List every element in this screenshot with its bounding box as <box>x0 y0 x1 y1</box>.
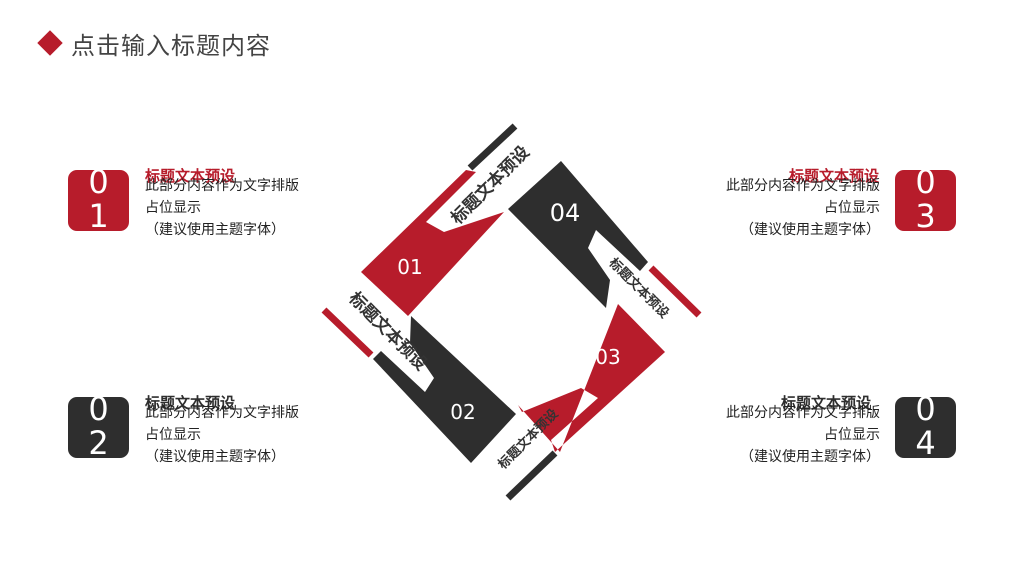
segment-label-03: 03 <box>595 345 620 369</box>
desc-line: （建议使用主题字体） <box>740 449 880 465</box>
badge-digit-bottom: 4 <box>915 424 936 458</box>
number-badge-03: 0 3 <box>895 170 956 231</box>
desc-line: 此部分内容作为文字排版 <box>726 405 880 421</box>
item-desc-04[interactable]: 此部分内容作为文字排版 占位显示 （建议使用主题字体） <box>726 402 880 468</box>
accent-bar <box>648 265 702 318</box>
segment-label-02: 02 <box>450 400 475 424</box>
desc-line: 占位显示 <box>824 200 880 216</box>
desc-line: 此部分内容作为文字排版 <box>145 405 299 421</box>
badge-digit-top: 0 <box>915 170 936 201</box>
badge-digit-top: 0 <box>915 397 936 428</box>
item-desc-02[interactable]: 此部分内容作为文字排版 占位显示 （建议使用主题字体） <box>145 402 299 468</box>
segment-03[interactable] <box>518 304 665 452</box>
desc-line: （建议使用主题字体） <box>145 449 285 465</box>
badge-digit-top: 0 <box>88 170 109 201</box>
number-badge-01: 0 1 <box>68 170 129 231</box>
segment-01[interactable] <box>361 170 504 316</box>
badge-digit-bottom: 1 <box>88 197 109 231</box>
item-title-02[interactable]: 标题文本预设 <box>145 394 236 412</box>
accent-bar <box>321 307 374 358</box>
segment-02[interactable] <box>373 316 516 463</box>
number-badge-04: 0 4 <box>895 397 956 458</box>
segment-label-01: 01 <box>397 255 422 279</box>
item-title-03[interactable]: 标题文本预设 <box>788 167 879 185</box>
accent-bar <box>505 450 558 501</box>
segment-label-04: 04 <box>550 199 581 227</box>
slide-header: 点击输入标题内容 <box>36 26 271 60</box>
number-badge-02: 0 2 <box>68 397 129 458</box>
badge-digit-bottom: 3 <box>915 197 936 231</box>
desc-line: 占位显示 <box>145 200 201 216</box>
desc-line: （建议使用主题字体） <box>740 222 880 238</box>
item-title-01[interactable]: 标题文本预设 <box>145 167 236 185</box>
desc-line: 占位显示 <box>824 427 880 443</box>
item-desc-01[interactable]: 此部分内容作为文字排版 占位显示 （建议使用主题字体） <box>145 175 299 241</box>
desc-line: 此部分内容作为文字排版 <box>145 178 299 194</box>
accent-bar <box>467 123 518 171</box>
desc-line: 此部分内容作为文字排版 <box>726 178 880 194</box>
item-title-04[interactable]: 标题文本预设 <box>780 394 871 412</box>
page-title[interactable]: 点击输入标题内容 <box>71 31 271 60</box>
badge-digit-top: 0 <box>88 397 109 428</box>
segment-04[interactable] <box>508 161 648 308</box>
desc-line: （建议使用主题字体） <box>145 222 285 238</box>
badge-digit-bottom: 2 <box>88 424 109 458</box>
desc-line: 占位显示 <box>145 427 201 443</box>
item-desc-03[interactable]: 此部分内容作为文字排版 占位显示 （建议使用主题字体） <box>726 175 880 241</box>
